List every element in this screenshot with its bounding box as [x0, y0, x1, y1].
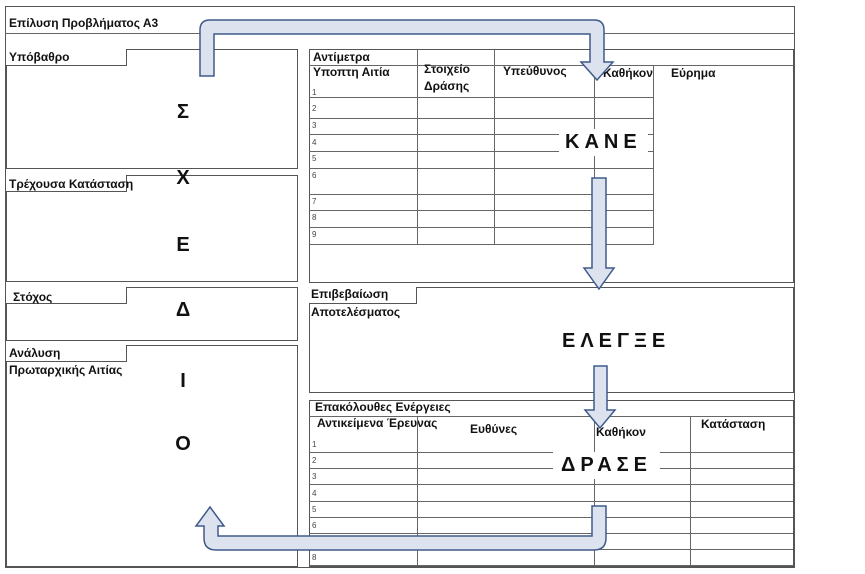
fu-col-divider-3 [690, 416, 691, 565]
arrow-act-to-plan [194, 505, 607, 551]
cm-row-number: 1 [312, 88, 317, 97]
cm-row-line [309, 244, 654, 245]
fu-row-number: 3 [312, 472, 317, 482]
cm-row-number: 7 [312, 197, 317, 206]
fu-row-line [309, 516, 793, 518]
fu-header-duties: Ευθύνες [470, 422, 518, 436]
current-state-label: Τρέχουσα Κατάσταση [9, 177, 134, 191]
cm-col-divider-1 [417, 49, 418, 244]
arrow-check-to-act [583, 365, 617, 430]
fu-header-task: Καθήκον [596, 425, 646, 439]
fu-row-line [309, 468, 793, 470]
cm-row-number: 4 [312, 138, 317, 147]
verification-label-1: Επιβεβαίωση [311, 287, 389, 301]
plan-letter: Σ [176, 101, 189, 123]
arrow-plan-to-do [199, 19, 615, 82]
form-title: Επίλυση Προβλήματος Α3 [9, 16, 159, 30]
followup-title: Επακόλουθες Ενέργειες [315, 400, 451, 414]
fu-row-number: 5 [312, 504, 317, 514]
cm-row-number: 9 [312, 230, 317, 239]
fu-header-status: Κατάσταση [701, 417, 766, 431]
countermeasures-header-top [309, 65, 793, 66]
cm-row-line [309, 151, 654, 152]
fu-row-line [309, 565, 793, 567]
verification-label-2: Αποτελέσματος [311, 305, 401, 319]
fu-row-number: 2 [312, 456, 317, 466]
fu-col-divider-2 [594, 416, 595, 565]
countermeasures-title: Αντίμετρα [313, 50, 370, 64]
goal-label: Στόχος [13, 290, 53, 304]
cm-row-number: 2 [312, 104, 317, 113]
root-cause-label-1: Ανάλυση [9, 346, 61, 360]
cm-row-line [309, 194, 654, 195]
plan-letter: Ι [180, 370, 186, 392]
fu-header-items: Αντικείμενα Έρευνας [317, 416, 438, 430]
cm-row-line [309, 97, 654, 98]
verification-tab [309, 287, 417, 304]
followup-header-top [309, 416, 793, 417]
cm-col-divider-2 [494, 49, 495, 244]
plan-letter: Ε [176, 234, 190, 256]
plan-letter: Χ [176, 167, 190, 189]
fu-row-line [309, 533, 793, 534]
col-header-action-1: Στοιχείο [424, 62, 470, 76]
fu-row-number: 6 [312, 521, 317, 530]
plan-letter: Ο [175, 433, 191, 455]
background-label: Υπόβαθρο [9, 50, 70, 64]
cycle-check-label: ΕΛΕΓΞΕ [556, 328, 677, 355]
fu-row-number: 4 [312, 488, 317, 498]
cm-row-line [309, 168, 654, 169]
cm-row-number: 5 [312, 154, 317, 163]
col-header-finding: Εύρημα [671, 66, 716, 80]
cycle-do-label: ΚΑΝΕ [559, 129, 648, 156]
fu-row-line [309, 500, 793, 502]
goal-tab [6, 287, 127, 304]
cm-row-line [309, 210, 654, 211]
fu-row-number: 8 [312, 553, 317, 563]
plan-letter: Δ [175, 299, 191, 321]
col-header-responsible: Υπεύθυνος [503, 64, 567, 78]
verification-section [309, 287, 794, 393]
root-cause-section [6, 345, 298, 567]
col-header-action-2: Δράσης [424, 79, 470, 93]
cm-row-number: 6 [312, 171, 317, 180]
background-section [6, 49, 298, 169]
root-cause-label-2: Πρωταρχικής Αιτίας [9, 363, 123, 377]
fu-row-number: 1 [312, 440, 317, 449]
current-state-tab [6, 175, 127, 192]
fu-row-line [309, 452, 793, 453]
background-tab [6, 49, 127, 66]
cm-row-line [309, 134, 654, 135]
current-state-section [6, 175, 298, 282]
fu-row-line [309, 484, 793, 486]
cm-row-line [309, 118, 654, 119]
root-cause-tab [6, 345, 127, 362]
fu-col-divider-1 [417, 416, 418, 565]
cycle-act-label: ΔΡΑΣΕ [553, 452, 661, 479]
cm-col-divider-4 [653, 65, 654, 244]
col-header-cause: Υποπτη Αιτία [313, 65, 390, 79]
cm-row-number: 8 [312, 213, 317, 222]
cm-row-line [309, 227, 654, 228]
cm-row-number: 3 [312, 121, 317, 130]
col-header-task: Καθήκον [603, 66, 653, 80]
arrow-do-to-check [582, 177, 616, 291]
